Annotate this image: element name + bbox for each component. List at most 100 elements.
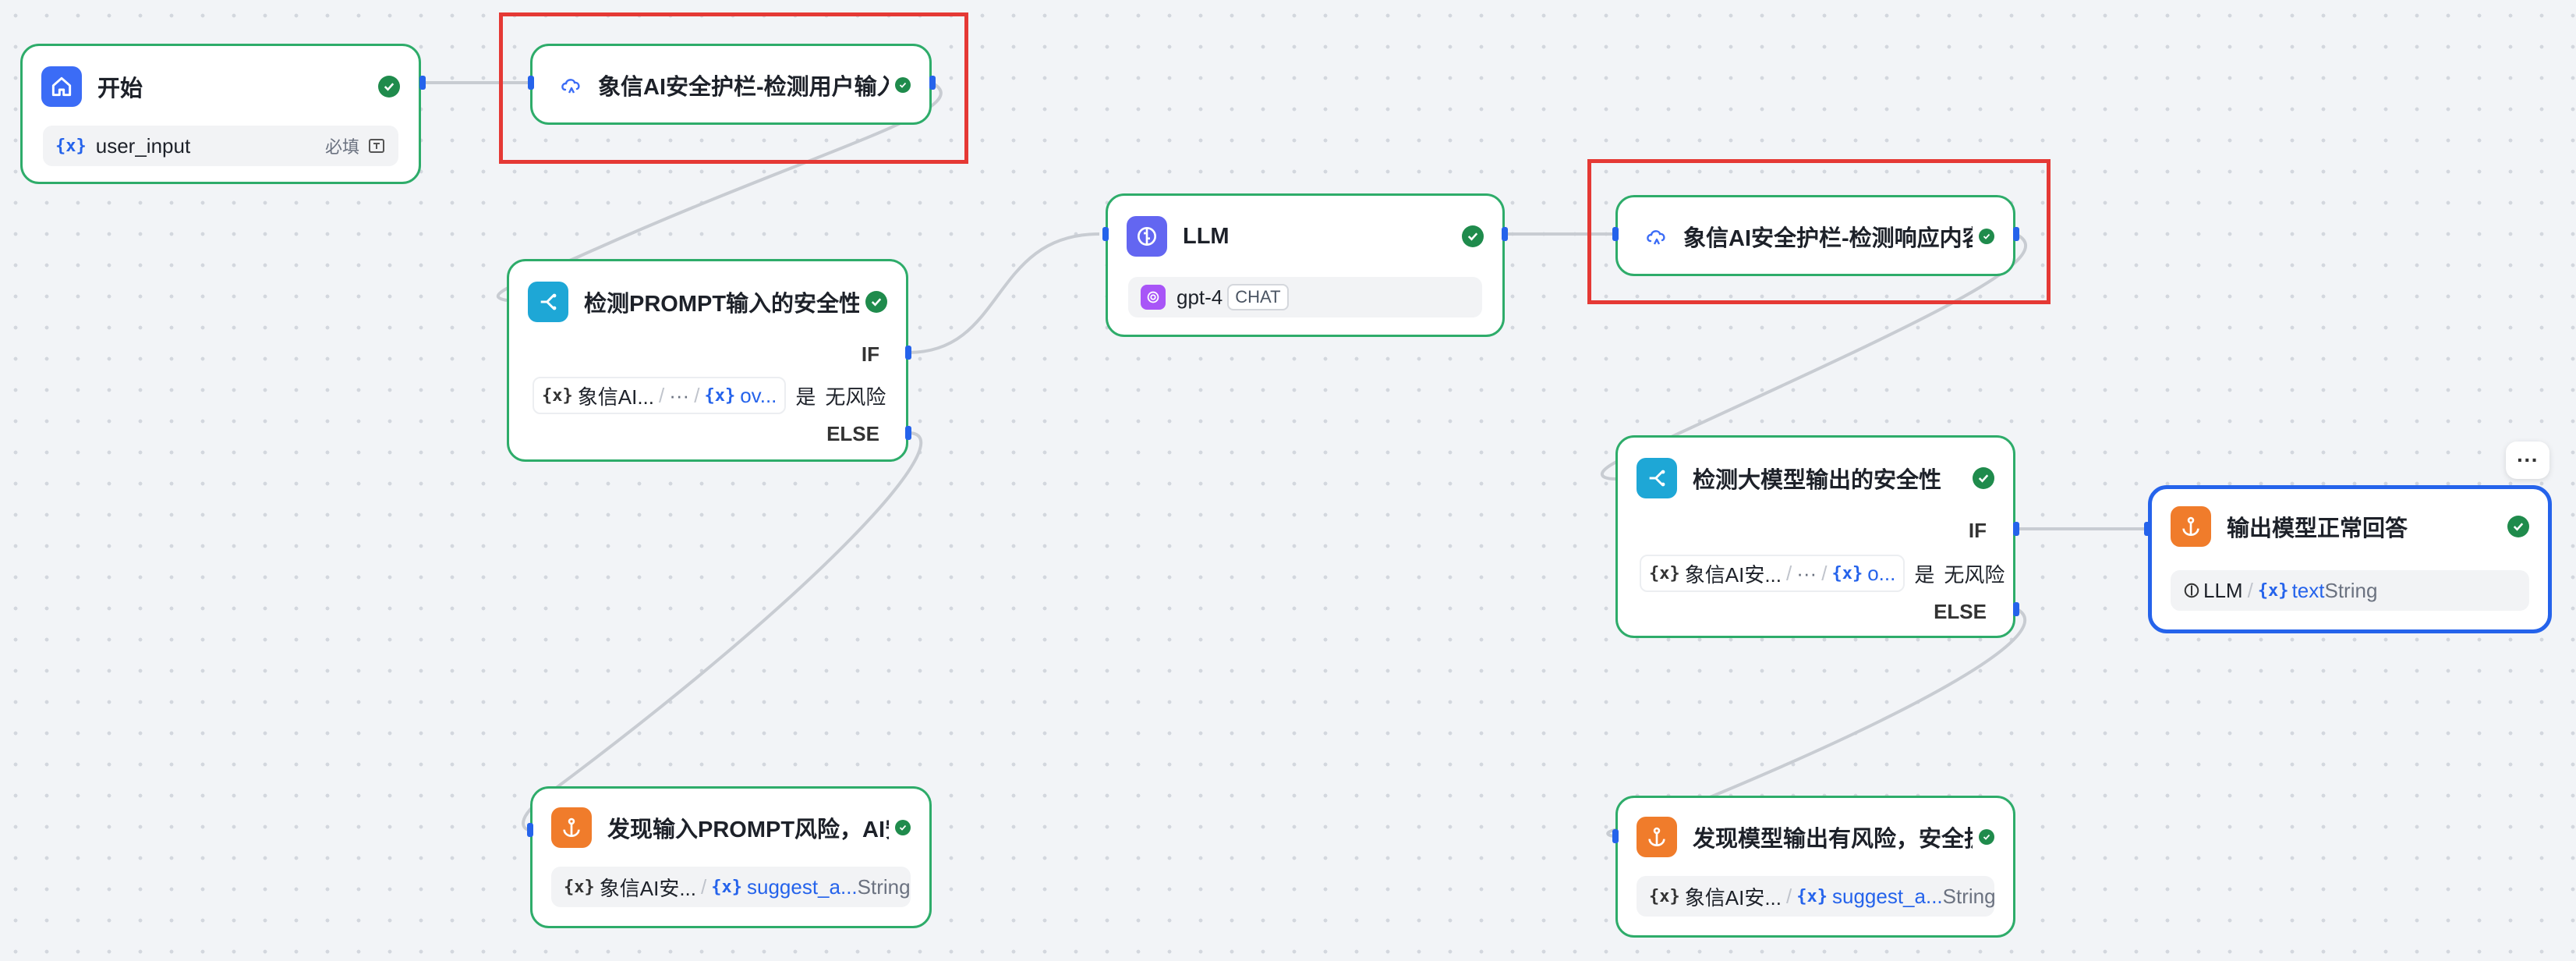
variable-icon: {x}: [55, 136, 87, 156]
answer-variable-row[interactable]: {x} 象信AI安... / {x} suggest_a... String: [551, 867, 911, 907]
llm-source-icon: [2183, 582, 2200, 599]
condition-source-node: 象信AI...: [577, 385, 654, 409]
if-label: IF: [861, 342, 879, 366]
output-port[interactable]: [419, 76, 426, 90]
input-port[interactable]: [1612, 829, 1619, 843]
variable-name: suggest_a...: [1831, 884, 1943, 908]
input-port[interactable]: [1102, 227, 1109, 241]
node-answer-output-risk[interactable]: 发现模型输出有风险，安全护栏 {x} 象信AI安... / {x} sugges…: [1615, 796, 2015, 938]
variable-name: user_input: [95, 133, 191, 158]
condition-variable-name: ov...: [740, 383, 777, 407]
condition-source-node: 象信AI安...: [1684, 562, 1782, 587]
variable-icon: {x}: [704, 385, 736, 406]
variable-icon: {x}: [1796, 886, 1828, 906]
source-node-name: 象信AI安...: [599, 876, 696, 900]
check-circle-icon: [2507, 516, 2529, 537]
condition-value: 无风险: [1944, 562, 2005, 587]
output-port[interactable]: [929, 76, 936, 90]
edge-check-prompt-llm: [908, 232, 1100, 354]
node-title: 发现模型输出有风险，安全护栏: [1693, 827, 1973, 852]
model-name: gpt-4: [1177, 285, 1223, 309]
else-output-port[interactable]: [905, 426, 911, 440]
model-row[interactable]: gpt-4 CHAT: [1128, 277, 1482, 317]
output-port[interactable]: [2013, 227, 2019, 241]
branch-icon: [1637, 458, 1677, 498]
anchor-icon: [1637, 817, 1677, 857]
node-guard-output[interactable]: 象信AI安全护栏-检测响应内容: [1615, 195, 2015, 276]
input-port[interactable]: [527, 823, 533, 837]
edge-guard-output-check-output: [1600, 232, 2027, 480]
variable-icon: {x}: [542, 385, 573, 406]
highlight-frame-guard-input: [499, 12, 968, 164]
variable-type: String: [1942, 884, 1994, 908]
node-check-prompt[interactable]: 检测PROMPT输入的安全性 IF {x} 象信AI... / ··· / {x…: [507, 259, 908, 462]
output-port[interactable]: [1502, 227, 1508, 241]
variable-icon: {x}: [1649, 886, 1680, 906]
edge-check-output-else: [1606, 607, 2027, 838]
if-label: IF: [1968, 519, 1987, 542]
check-circle-icon: [378, 76, 400, 98]
edge-guard-input-check-prompt: [496, 81, 943, 302]
cloud-shield-icon: [551, 65, 592, 105]
else-output-port[interactable]: [2013, 602, 2019, 616]
branch-icon: [528, 282, 568, 322]
more-options-button[interactable]: ···: [2506, 441, 2549, 479]
node-answer-prompt-risk[interactable]: 发现输入PROMPT风险，AI安全护栏 {x} 象信AI安... / {x} s…: [530, 786, 932, 928]
node-start[interactable]: 开始 {x} user_input 必填: [20, 44, 421, 184]
condition-variable[interactable]: {x} 象信AI... / ··· / {x} ov...: [533, 377, 787, 414]
check-circle-icon: [895, 77, 911, 93]
check-circle-icon: [1979, 829, 1994, 845]
condition-row[interactable]: {x} 象信AI... / ··· / {x} ov... 是 无风险: [533, 375, 886, 416]
answer-variable-row[interactable]: LLM / {x} text String: [2171, 570, 2529, 611]
node-guard-input[interactable]: 象信AI安全护栏-检测用户输入: [530, 44, 932, 125]
edge-check-prompt-else: [522, 431, 923, 832]
condition-variable[interactable]: {x} 象信AI安... / ··· / {x} o...: [1640, 555, 1905, 592]
input-port[interactable]: [1612, 227, 1619, 241]
cloud-shield-icon: [1637, 216, 1677, 257]
input-port[interactable]: [2144, 522, 2150, 536]
node-check-output[interactable]: 检测大模型输出的安全性 IF {x} 象信AI安... / ··· / {x} …: [1615, 435, 2015, 638]
node-title: 开始: [97, 76, 143, 101]
text-input-icon: [367, 137, 386, 155]
condition-operator: 是: [795, 385, 816, 409]
if-output-port[interactable]: [905, 346, 911, 360]
variable-name: text: [2291, 578, 2325, 602]
condition-variable-name: o...: [1867, 561, 1896, 585]
check-circle-icon: [1462, 225, 1484, 247]
home-icon: [41, 66, 82, 107]
highlight-frame-guard-output: [1587, 159, 2051, 304]
variable-icon: {x}: [564, 877, 595, 897]
start-variable-row[interactable]: {x} user_input 必填: [43, 126, 398, 166]
check-circle-icon: [865, 291, 887, 313]
if-output-port[interactable]: [2013, 522, 2019, 536]
anchor-icon: [551, 807, 592, 848]
node-answer-normal[interactable]: 输出模型正常回答 LLM / {x} text String: [2148, 485, 2552, 633]
node-title: 发现输入PROMPT风险，AI安全护栏: [607, 817, 889, 842]
node-llm[interactable]: LLM gpt-4 CHAT: [1106, 193, 1505, 337]
variable-type: String: [857, 874, 911, 899]
check-circle-icon: [895, 820, 911, 835]
variable-icon: {x}: [2257, 580, 2289, 601]
variable-name: suggest_a...: [746, 874, 858, 899]
brain-icon: [1127, 216, 1167, 257]
condition-value: 无风险: [825, 385, 886, 409]
input-port[interactable]: [528, 76, 534, 90]
node-title: 输出模型正常回答: [2227, 516, 2408, 541]
variable-icon: {x}: [1649, 563, 1680, 583]
answer-variable-row[interactable]: {x} 象信AI安... / {x} suggest_a... String: [1637, 876, 1994, 917]
path-ellipsis: ···: [669, 383, 690, 407]
variable-icon: {x}: [711, 877, 742, 897]
anchor-icon: [2171, 506, 2211, 547]
openai-icon: [1141, 285, 1166, 310]
node-title: 象信AI安全护栏-检测用户输入: [598, 75, 889, 100]
required-label: 必填: [324, 137, 359, 157]
model-mode-badge: CHAT: [1227, 284, 1289, 310]
node-title: 检测大模型输出的安全性: [1693, 468, 1942, 493]
condition-row[interactable]: {x} 象信AI安... / ··· / {x} o... 是 无风险: [1640, 553, 2005, 594]
variable-type: String: [2324, 578, 2378, 602]
node-title: 检测PROMPT输入的安全性: [584, 292, 859, 317]
node-title: LLM: [1183, 223, 1230, 249]
node-title: 象信AI安全护栏-检测响应内容: [1683, 226, 1973, 251]
check-circle-icon: [1973, 467, 1994, 489]
